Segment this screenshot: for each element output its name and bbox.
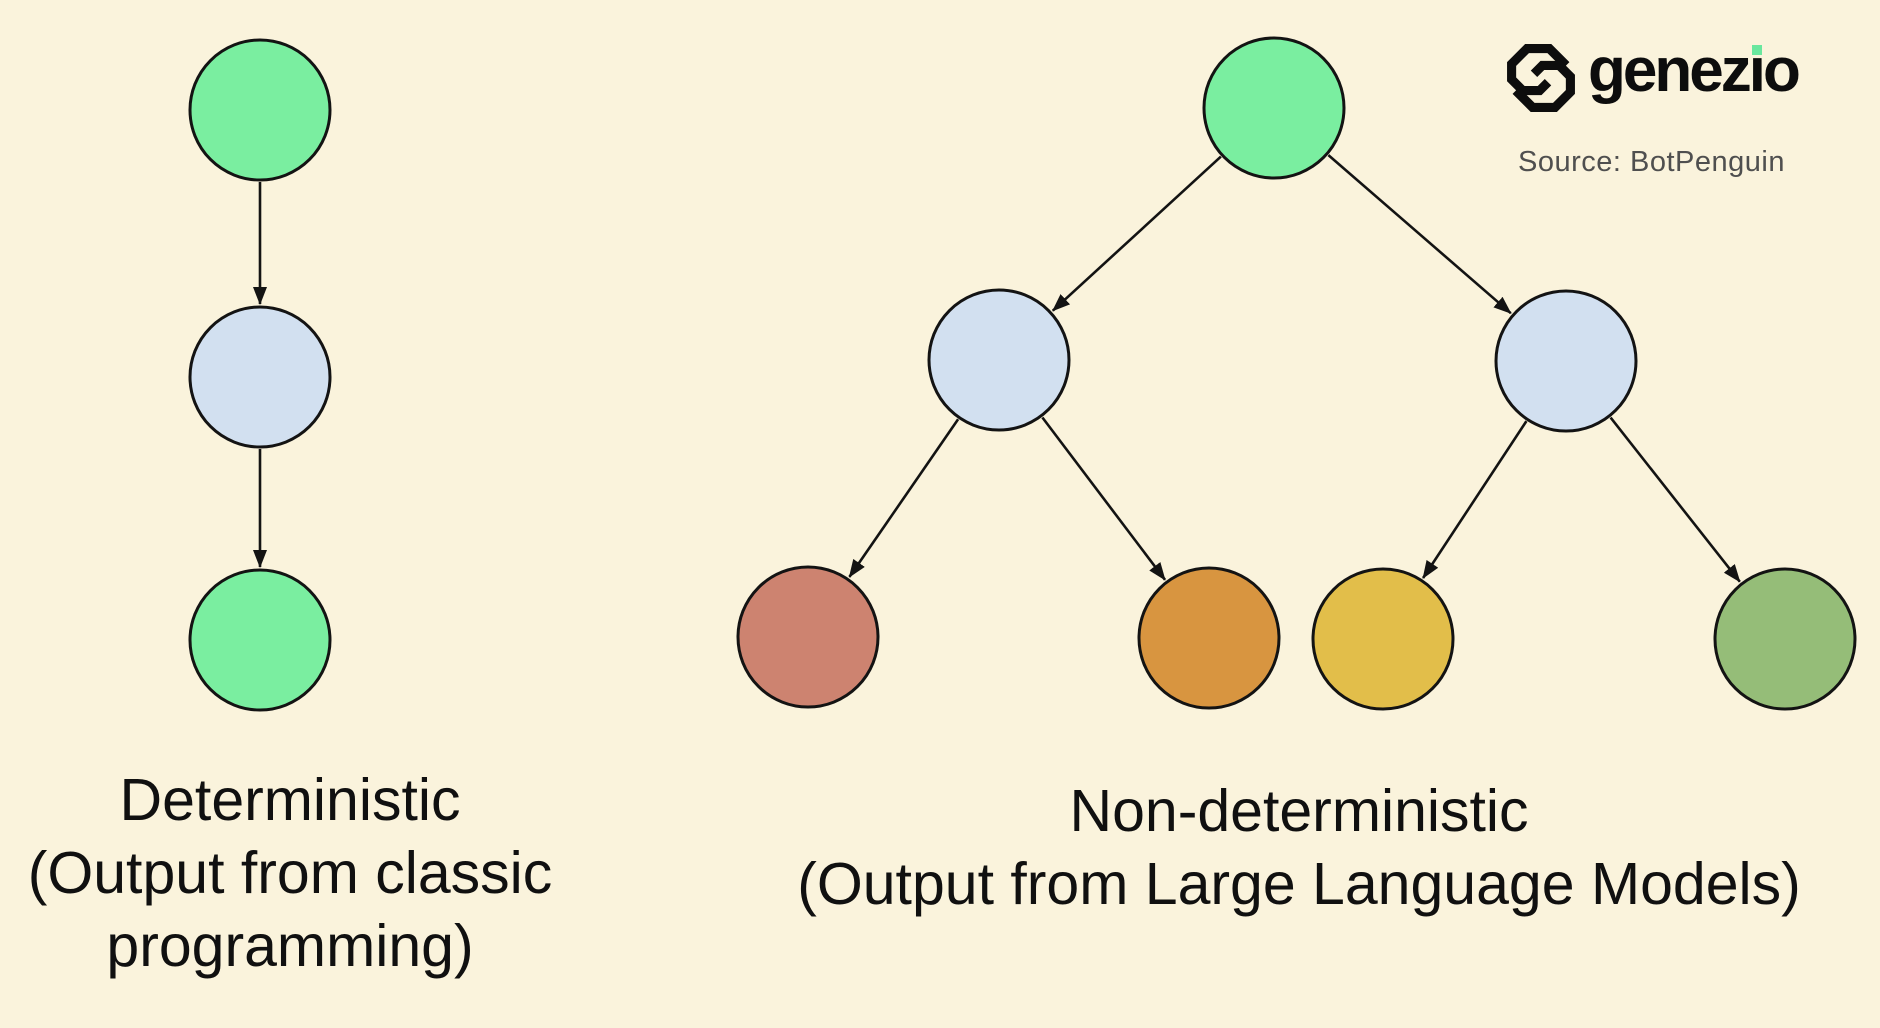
genezio-wordmark: genezio xyxy=(1588,36,1801,105)
edge-llm-root-to-llm-branch-right xyxy=(1327,154,1512,315)
caption-deterministic: Deterministic (Output from classic progr… xyxy=(0,764,580,983)
caption-line: Non-deterministic xyxy=(1069,778,1529,844)
caption-line: Deterministic xyxy=(119,767,461,833)
wordmark-part: o xyxy=(1762,36,1801,105)
node-llm-leaf-olive xyxy=(1713,567,1857,711)
edge-llm-branch-left-to-llm-leaf-orange xyxy=(1041,416,1167,581)
edges-layer xyxy=(253,154,1741,583)
caption-line: (Output from classic xyxy=(27,840,553,906)
edge-llm-branch-right-to-llm-leaf-yellow xyxy=(1422,420,1528,579)
caption-line: (Output from Large Language Models) xyxy=(797,851,1801,917)
nodes-layer xyxy=(188,36,1857,712)
node-llm-leaf-yellow xyxy=(1311,567,1455,711)
genezio-logo-icon xyxy=(1507,44,1575,112)
source-attribution: Source: BotPenguin xyxy=(1518,146,1785,178)
wordmark-i-green-dot: i xyxy=(1748,36,1766,105)
node-llm-leaf-orange xyxy=(1137,566,1281,710)
node-classic-step-3 xyxy=(188,568,332,712)
edge-llm-branch-right-to-llm-leaf-olive xyxy=(1609,416,1741,583)
node-classic-step-2 xyxy=(188,305,332,449)
node-llm-leaf-red xyxy=(736,565,880,709)
node-classic-step-1 xyxy=(188,38,332,182)
caption-non-deterministic: Non-deterministic (Output from Large Lan… xyxy=(744,775,1854,921)
node-llm-branch-right xyxy=(1494,289,1638,433)
edge-llm-branch-left-to-llm-leaf-red xyxy=(848,418,960,578)
node-llm-branch-left xyxy=(927,288,1071,432)
wordmark-part: genez xyxy=(1588,36,1752,105)
edge-llm-root-to-llm-branch-left xyxy=(1051,155,1222,312)
caption-line: programming) xyxy=(106,913,474,979)
node-llm-root xyxy=(1202,36,1346,180)
